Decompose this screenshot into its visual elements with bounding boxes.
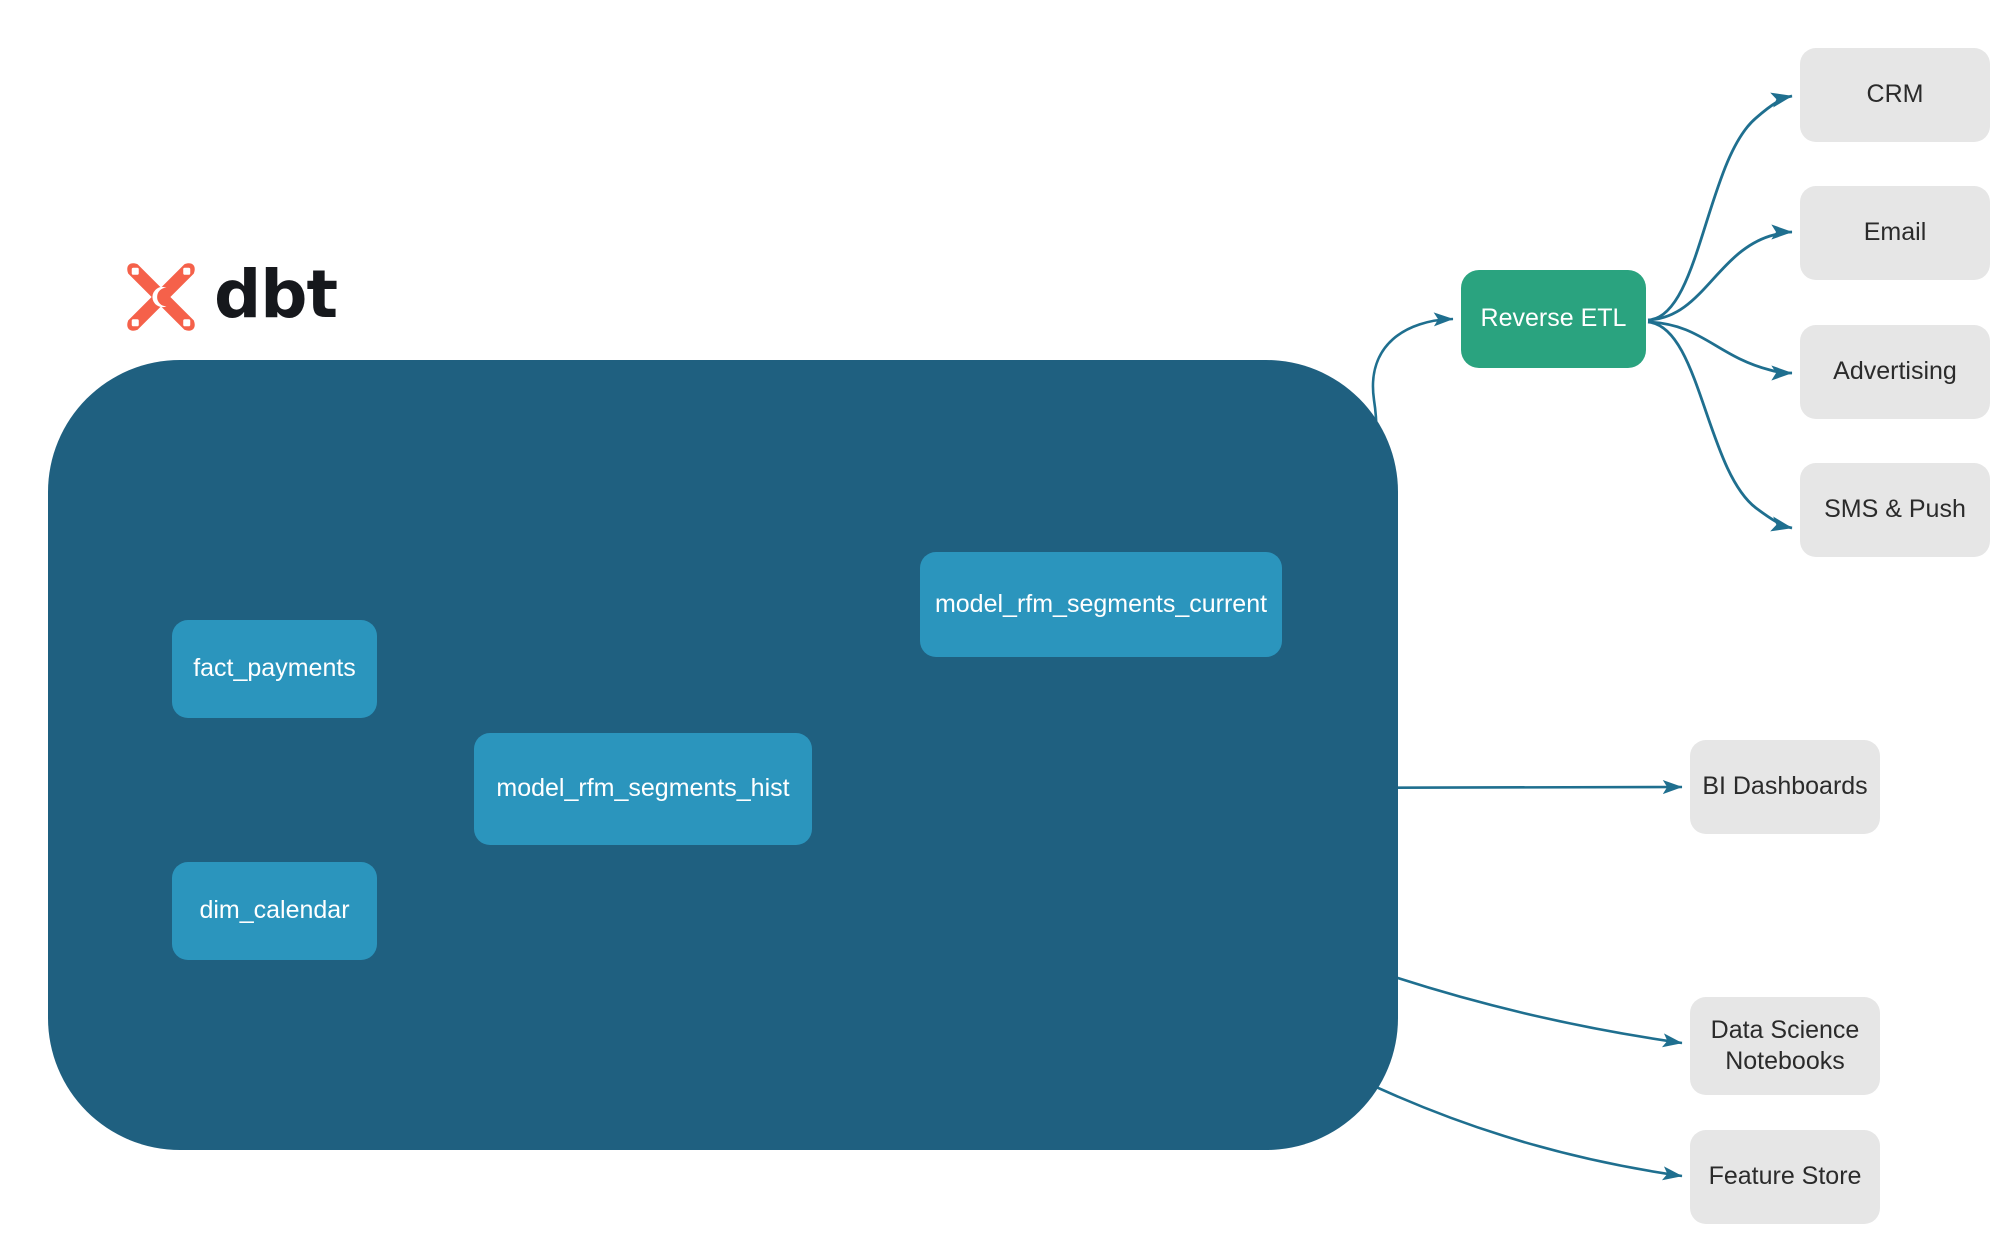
node-model-rfm-segments-current-label: model_rfm_segments_current — [934, 589, 1268, 618]
node-crm-label: CRM — [1866, 80, 1924, 109]
node-ds-notebooks-line2: Notebooks — [1725, 1047, 1845, 1075]
node-crm[interactable]: CRM — [1800, 48, 1990, 142]
node-advertising-label: Advertising — [1833, 357, 1957, 386]
node-ds-notebooks-line1: Data Science — [1710, 1015, 1860, 1044]
node-dim-calendar[interactable]: dim_calendar — [172, 862, 377, 960]
node-bi-dashboards[interactable]: BI Dashboards — [1690, 740, 1880, 834]
node-sms-push-label: SMS & Push — [1824, 495, 1966, 524]
node-model-rfm-segments-hist-label: model_rfm_segments_hist — [496, 774, 790, 803]
node-feature-store[interactable]: Feature Store — [1690, 1130, 1880, 1224]
node-dim-calendar-label: dim_calendar — [199, 896, 350, 925]
node-fact-payments[interactable]: fact_payments — [172, 620, 377, 718]
node-reverse-etl-label: Reverse ETL — [1480, 304, 1627, 333]
node-model-rfm-segments-hist[interactable]: model_rfm_segments_hist — [474, 733, 812, 845]
node-email[interactable]: Email — [1800, 186, 1990, 280]
dbt-logo: dbt — [122, 256, 338, 336]
node-reverse-etl[interactable]: Reverse ETL — [1461, 270, 1646, 368]
node-advertising[interactable]: Advertising — [1800, 325, 1990, 419]
node-data-science-notebooks[interactable]: Data Science Notebooks — [1690, 997, 1880, 1095]
node-sms-push[interactable]: SMS & Push — [1800, 463, 1990, 557]
dbt-x-logo-icon — [127, 263, 195, 331]
node-model-rfm-segments-current[interactable]: model_rfm_segments_current — [920, 552, 1282, 657]
edge-reverse-etl-to-advertising — [1647, 320, 1793, 381]
edge-reverse-etl-to-sms-push — [1647, 320, 1793, 532]
edge-reverse-etl-to-email — [1647, 224, 1793, 322]
node-data-science-notebooks-label: Data Science Notebooks — [1711, 1015, 1860, 1078]
node-email-label: Email — [1863, 218, 1927, 247]
edge-reverse-etl-to-crm — [1647, 92, 1793, 322]
node-feature-store-label: Feature Store — [1708, 1162, 1862, 1191]
node-fact-payments-label: fact_payments — [193, 654, 356, 683]
dbt-wordmark: dbt — [214, 256, 338, 333]
node-bi-dashboards-label: BI Dashboards — [1702, 772, 1868, 801]
